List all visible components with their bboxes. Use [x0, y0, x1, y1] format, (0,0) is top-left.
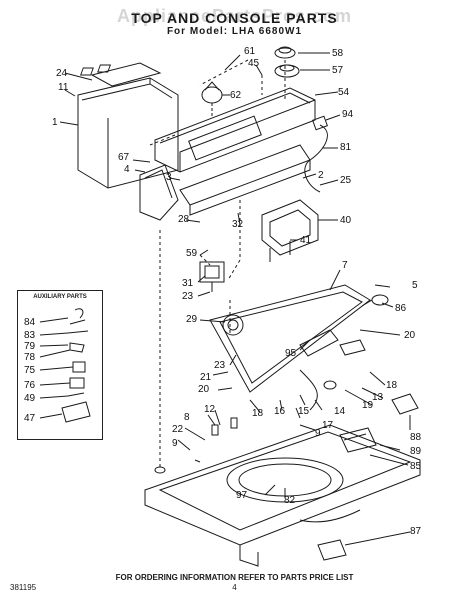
- cabinet-top: [144, 424, 421, 567]
- callout-19: 19: [362, 400, 374, 411]
- watermark: AppliancePartsPros.com: [116, 6, 353, 26]
- console-base: [179, 144, 311, 216]
- callout-13: 13: [372, 392, 384, 403]
- callout-61: 61: [244, 46, 256, 57]
- callout-58: 58: [332, 48, 344, 59]
- callout-54: 54: [338, 87, 350, 98]
- auxiliary-parts-box: AUXILIARY PARTS: [17, 290, 103, 440]
- callout-31: 31: [182, 278, 194, 289]
- callout-18-right: 18: [386, 380, 398, 391]
- callout-20-right: 20: [404, 330, 416, 341]
- callout-59: 59: [186, 248, 198, 259]
- callout-83: 83: [24, 330, 36, 341]
- console-back-panel: [77, 77, 179, 189]
- callout-20-left: 20: [198, 384, 210, 395]
- callout-3: 3: [166, 172, 172, 183]
- callout-86: 86: [395, 303, 407, 314]
- leader-lines: [39, 52, 411, 546]
- callout-41: 41: [300, 235, 312, 246]
- callout-23-upper: 23: [182, 291, 194, 302]
- callout-95: 95: [285, 348, 297, 359]
- callout-94: 94: [342, 109, 354, 120]
- callout-1: 1: [52, 117, 58, 128]
- wire-harness: [304, 115, 328, 193]
- callout-14: 14: [334, 406, 346, 417]
- selector-switch: [222, 314, 244, 336]
- callout-9-left: 9: [172, 438, 178, 449]
- callout-84: 84: [24, 317, 36, 328]
- callout-17: 17: [322, 420, 334, 431]
- callout-15: 15: [298, 406, 310, 417]
- callout-4: 4: [124, 164, 130, 175]
- callout-8: 8: [184, 412, 190, 423]
- callout-12: 12: [204, 404, 216, 415]
- cabinet-lid: [209, 284, 371, 393]
- callout-81: 81: [340, 142, 352, 153]
- leveling-foot: [317, 539, 347, 561]
- fasteners: [154, 417, 238, 474]
- callout-5: 5: [412, 280, 418, 291]
- callout-45: 45: [248, 58, 260, 69]
- callout-79: 79: [24, 341, 36, 352]
- callout-67: 67: [118, 152, 130, 163]
- callout-28: 28: [178, 214, 190, 225]
- page-number: 4: [232, 583, 237, 592]
- callout-2: 2: [318, 170, 324, 181]
- switch-bracket: [261, 199, 319, 262]
- callout-49: 49: [24, 393, 36, 404]
- lid-hinge: [361, 294, 389, 307]
- callout-23-lower: 23: [214, 360, 226, 371]
- callout-78: 78: [24, 352, 36, 363]
- callout-32: 32: [232, 219, 244, 230]
- model-subtitle: For Model: LHA 6680W1: [166, 26, 303, 37]
- callout-40: 40: [340, 215, 352, 226]
- overlay-panel: [80, 62, 162, 87]
- callout-29: 29: [186, 314, 198, 325]
- callout-22: 22: [172, 424, 184, 435]
- callout-21: 21: [200, 372, 212, 383]
- aux-part-glyphs: [61, 308, 91, 423]
- callout-9-right: 9: [315, 428, 321, 439]
- callout-87: 87: [410, 526, 422, 537]
- callout-25: 25: [340, 175, 352, 186]
- callout-11: 11: [58, 82, 69, 93]
- lid-switch: [299, 339, 366, 411]
- console-end-cap: [139, 164, 179, 221]
- callout-24: 24: [56, 68, 68, 79]
- callout-7: 7: [342, 260, 348, 271]
- callout-57: 57: [332, 65, 344, 76]
- timer-assembly: [199, 261, 225, 292]
- callout-16: 16: [274, 406, 286, 417]
- document-code: 381195: [10, 583, 37, 592]
- callout-75: 75: [24, 365, 36, 376]
- callout-97: 97: [236, 490, 248, 501]
- callout-89: 89: [410, 446, 422, 457]
- terminal-block: [339, 393, 419, 453]
- auxiliary-parts-title: AUXILIARY PARTS: [33, 294, 87, 300]
- callout-18-left: 18: [252, 408, 264, 419]
- callout-82: 82: [284, 495, 296, 506]
- timer-knob: [201, 81, 223, 118]
- callout-47: 47: [24, 413, 36, 424]
- callout-62: 62: [230, 90, 242, 101]
- callout-labels: 24 11 1 61 45 62 58 57 54 94 81 67 4 3 2…: [24, 46, 422, 537]
- knob-assembly: [274, 46, 300, 78]
- ordering-info-note: FOR ORDERING INFORMATION REFER TO PARTS …: [115, 573, 354, 582]
- page-title: TOP AND CONSOLE PARTS: [131, 10, 338, 26]
- callout-76: 76: [24, 380, 36, 391]
- callout-85: 85: [410, 461, 422, 472]
- callout-88: 88: [410, 432, 422, 443]
